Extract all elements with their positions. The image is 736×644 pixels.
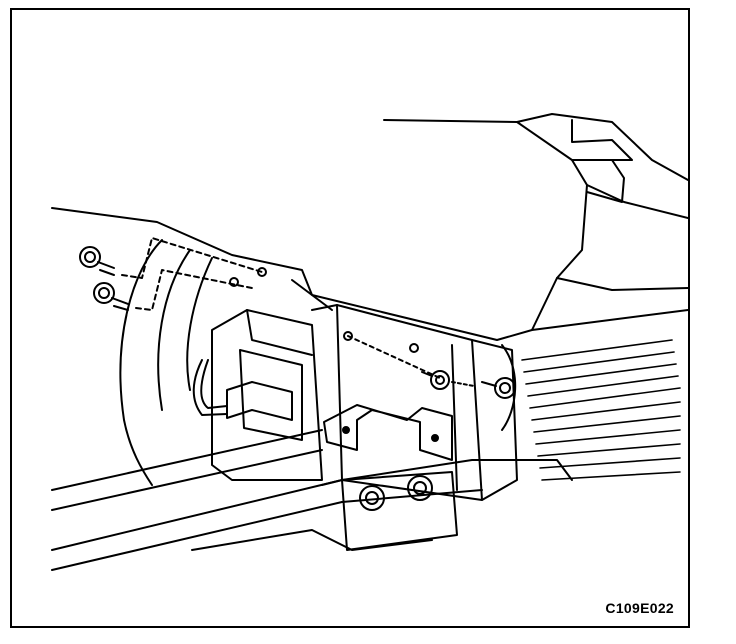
screw-lower-left (93, 282, 129, 311)
screw-center (421, 370, 450, 390)
duct-housing (51, 113, 688, 341)
ribbed-cover (521, 339, 681, 481)
mounting-plate (311, 304, 518, 501)
motor-bracket (192, 309, 323, 481)
base-bracket (341, 471, 458, 551)
u-bracket (323, 404, 453, 461)
screw-upper-left (79, 246, 115, 276)
curved-support (119, 239, 213, 486)
technical-illustration (51, 113, 688, 571)
screw-right (481, 377, 516, 399)
crossbar-beam (51, 429, 573, 571)
figure-code: C109E022 (605, 600, 674, 616)
figure-frame: C109E022 (10, 8, 690, 628)
right-screws (421, 370, 516, 399)
left-screws (79, 237, 267, 311)
